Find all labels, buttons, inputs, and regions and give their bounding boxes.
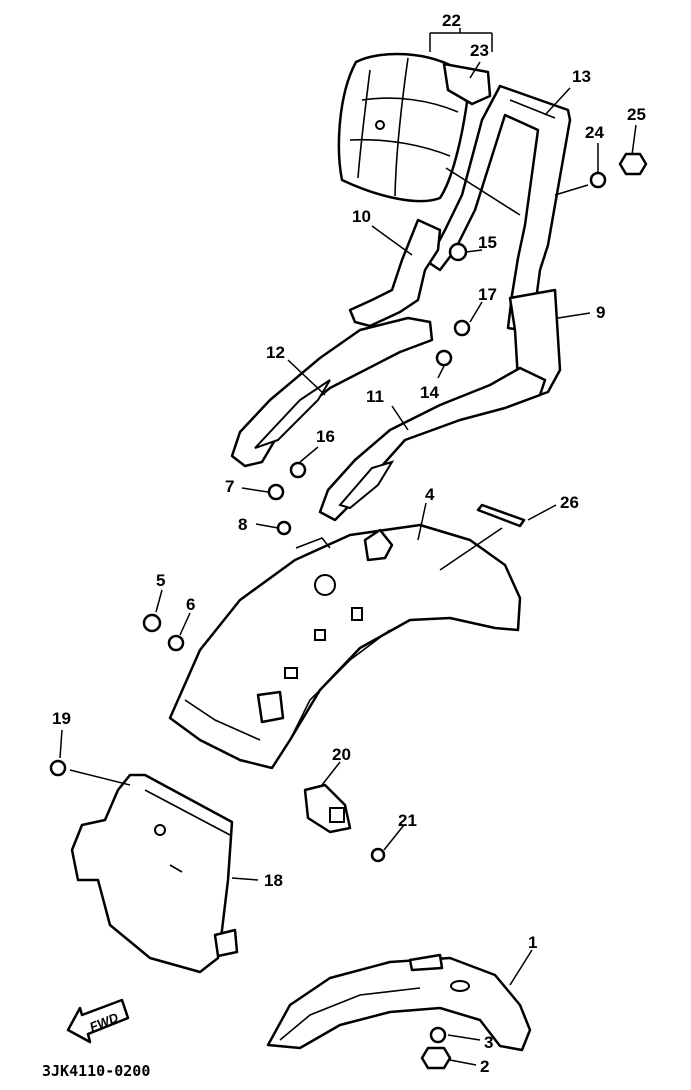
callout-12: 12: [266, 343, 285, 362]
callout-26: 26: [560, 493, 579, 512]
left-stay: [348, 218, 442, 328]
backrest-bracket: [442, 62, 492, 106]
diagram-code: 3JK4110-0200: [42, 1062, 150, 1080]
callout-25: 25: [627, 105, 646, 124]
callout-4: 4: [425, 485, 435, 504]
inner-fender: [70, 773, 239, 974]
fwd-arrow: FWD: [66, 998, 130, 1044]
callout-24: 24: [585, 123, 604, 142]
callout-8: 8: [238, 515, 247, 534]
reflector-bracket: [303, 783, 352, 834]
callout-labels: 22 23 13 24 25 10 15 17 9 12 14 11 16 7 …: [52, 11, 646, 1076]
right-grab-bar: [318, 366, 547, 522]
callout-21: 21: [398, 811, 417, 830]
decal-strip: [476, 503, 526, 528]
callout-9: 9: [596, 303, 605, 322]
callout-22: 22: [442, 11, 461, 30]
callout-6: 6: [186, 595, 195, 614]
callout-10: 10: [352, 207, 371, 226]
callout-19: 19: [52, 709, 71, 728]
backrest-pad: [337, 52, 470, 203]
callout-13: 13: [572, 67, 591, 86]
callout-5: 5: [156, 571, 165, 590]
callout-2: 2: [480, 1057, 489, 1076]
callout-1: 1: [528, 933, 537, 952]
callout-7: 7: [225, 477, 234, 496]
callout-20: 20: [332, 745, 351, 764]
callout-15: 15: [478, 233, 497, 252]
callout-16: 16: [316, 427, 335, 446]
left-grab-bar: [230, 316, 434, 468]
callout-18: 18: [264, 871, 283, 890]
callout-14: 14: [420, 383, 439, 402]
mudflap: [266, 953, 532, 1052]
leader-lines: [59, 28, 637, 1066]
callout-23: 23: [470, 41, 489, 60]
fasteners: [49, 152, 648, 1070]
callout-17: 17: [478, 285, 497, 304]
callout-11: 11: [366, 387, 384, 406]
rear-fender: [168, 523, 522, 770]
callout-3: 3: [484, 1033, 493, 1052]
